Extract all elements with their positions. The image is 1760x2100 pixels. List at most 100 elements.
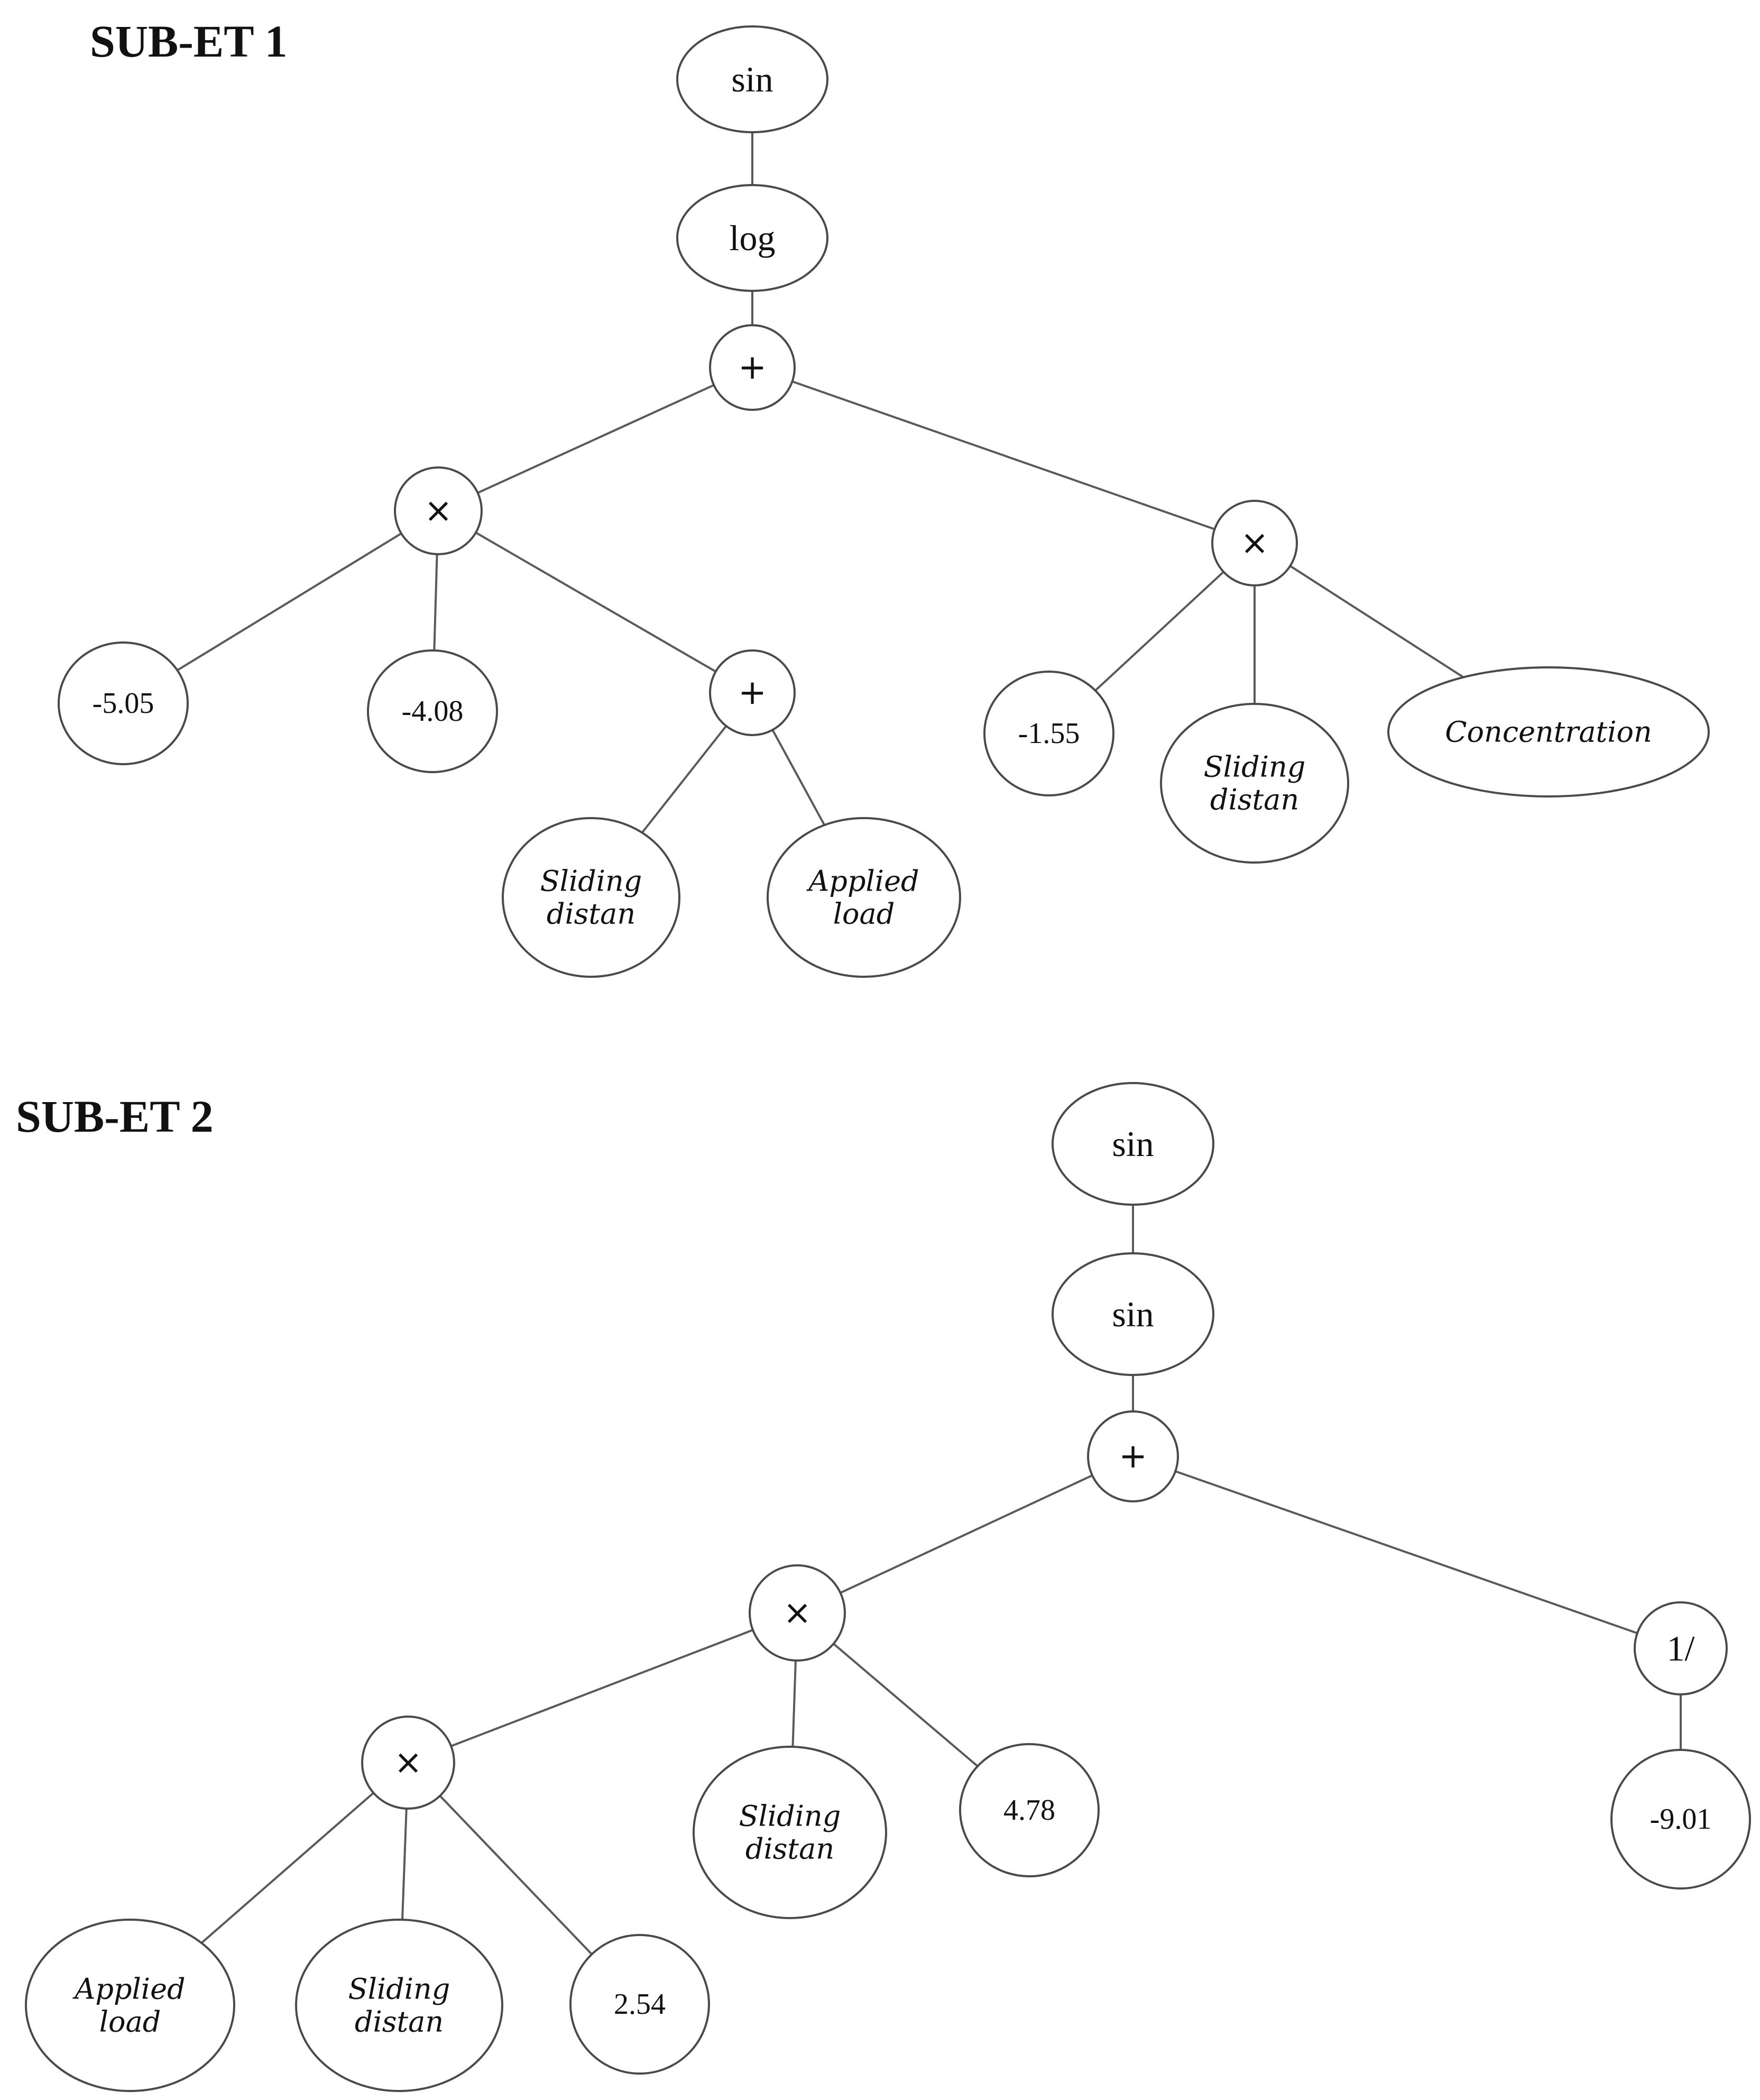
tree-edge [433, 554, 438, 651]
node-label: 4.78 [1003, 1794, 1055, 1827]
node-label: 1/ [1667, 1628, 1695, 1668]
tree-edge [401, 1808, 408, 1920]
node-label: -1.55 [1018, 717, 1080, 750]
node-ellipse [58, 641, 189, 765]
node-label: -9.01 [1650, 1803, 1712, 1836]
tree-node-fn: sin [676, 25, 828, 133]
tree-node-op: × [394, 466, 483, 555]
tree-1-title: SUB-ET 1 [90, 16, 288, 67]
node-ellipse [569, 1934, 710, 2075]
node-ellipse [394, 466, 483, 555]
tree-edge [840, 1474, 1093, 1594]
node-label: load [833, 897, 895, 931]
tree-edge [177, 533, 402, 672]
node-label: Sliding [739, 1800, 841, 1833]
node-label: sin [1112, 1124, 1154, 1164]
node-label: Sliding [540, 865, 642, 898]
node-label: Applied [806, 865, 919, 898]
tree-node-num: 2.54 [569, 1934, 710, 2075]
tree-node-fn: 1/ [1634, 1601, 1728, 1695]
tree-node-op: + [709, 324, 796, 411]
node-label: log [730, 218, 776, 258]
node-label: + [1119, 1437, 1147, 1476]
tree-node-fn: sin [1052, 1252, 1214, 1376]
node-label: -5.05 [93, 687, 154, 720]
tree-edge [477, 384, 715, 494]
node-ellipse [1387, 666, 1710, 797]
tree-edge [439, 1795, 593, 1955]
node-ellipse [767, 817, 961, 978]
node-label: distan [547, 897, 635, 931]
node-label: + [738, 673, 767, 712]
node-ellipse [693, 1746, 887, 1919]
tree-node-op: × [749, 1564, 846, 1662]
tree-edge [791, 1660, 797, 1747]
tree-node-fn: sin [1052, 1082, 1214, 1206]
node-label: sin [731, 59, 773, 99]
node-ellipse [25, 1919, 235, 2092]
tree-node-num: -1.55 [983, 671, 1114, 796]
tree-edge [475, 531, 716, 673]
tree-node-num: -5.05 [58, 641, 189, 765]
node-label: + [738, 348, 767, 387]
node-label: Sliding [1204, 750, 1306, 784]
node-label: Sliding [348, 1973, 450, 2006]
edges-layer [177, 132, 1682, 1955]
tree-node-op: + [1087, 1410, 1179, 1502]
tree-node-op: + [709, 649, 796, 736]
node-ellipse [367, 649, 498, 773]
node-ellipse [676, 184, 828, 292]
tree-2-title: SUB-ET 2 [16, 1091, 214, 1142]
tree-edge [450, 1629, 753, 1747]
tree-edge [1094, 571, 1224, 692]
node-label: sin [1112, 1294, 1154, 1334]
node-ellipse [709, 324, 796, 411]
node-ellipse [1160, 703, 1349, 864]
node-label: distan [745, 1832, 834, 1866]
node-ellipse [1634, 1601, 1728, 1695]
node-ellipse [1610, 1749, 1751, 1890]
tree-node-num: -9.01 [1610, 1749, 1751, 1890]
tree-edge [1289, 565, 1464, 678]
tree-edge [771, 729, 826, 826]
tree-node-op: × [361, 1716, 455, 1810]
node-label: × [783, 1593, 812, 1633]
node-label: Concentration [1445, 716, 1652, 749]
tree-edge [791, 380, 1215, 530]
node-ellipse [502, 817, 680, 978]
node-label: × [394, 1743, 422, 1782]
tree-edge [1175, 1470, 1638, 1635]
node-ellipse [295, 1919, 503, 2092]
nodes-layer: sinlog+××-5.05-4.08+SlidingdistanApplied… [25, 25, 1751, 2092]
tree-node-num: 4.78 [959, 1743, 1100, 1877]
node-label: distan [1210, 783, 1299, 817]
node-label: × [1240, 524, 1269, 563]
node-ellipse [676, 25, 828, 133]
node-ellipse [1052, 1082, 1214, 1206]
tree-node-var: Concentration [1387, 666, 1710, 797]
node-ellipse [1087, 1410, 1179, 1502]
node-ellipse [749, 1564, 846, 1662]
tree-node-num: -4.08 [367, 649, 498, 773]
tree-node-op: × [1211, 500, 1298, 586]
node-label: × [424, 491, 453, 530]
node-ellipse [361, 1716, 455, 1810]
tree-edge [641, 725, 727, 833]
node-ellipse [709, 649, 796, 736]
node-ellipse [959, 1743, 1100, 1877]
tree-edge [200, 1792, 374, 1944]
node-ellipse [983, 671, 1114, 796]
node-label: Applied [72, 1973, 185, 2006]
node-ellipse [1052, 1252, 1214, 1376]
tree-node-fn: log [676, 184, 828, 292]
node-label: -4.08 [402, 695, 464, 728]
node-label: 2.54 [614, 1988, 666, 2021]
node-label: distan [355, 2005, 444, 2039]
